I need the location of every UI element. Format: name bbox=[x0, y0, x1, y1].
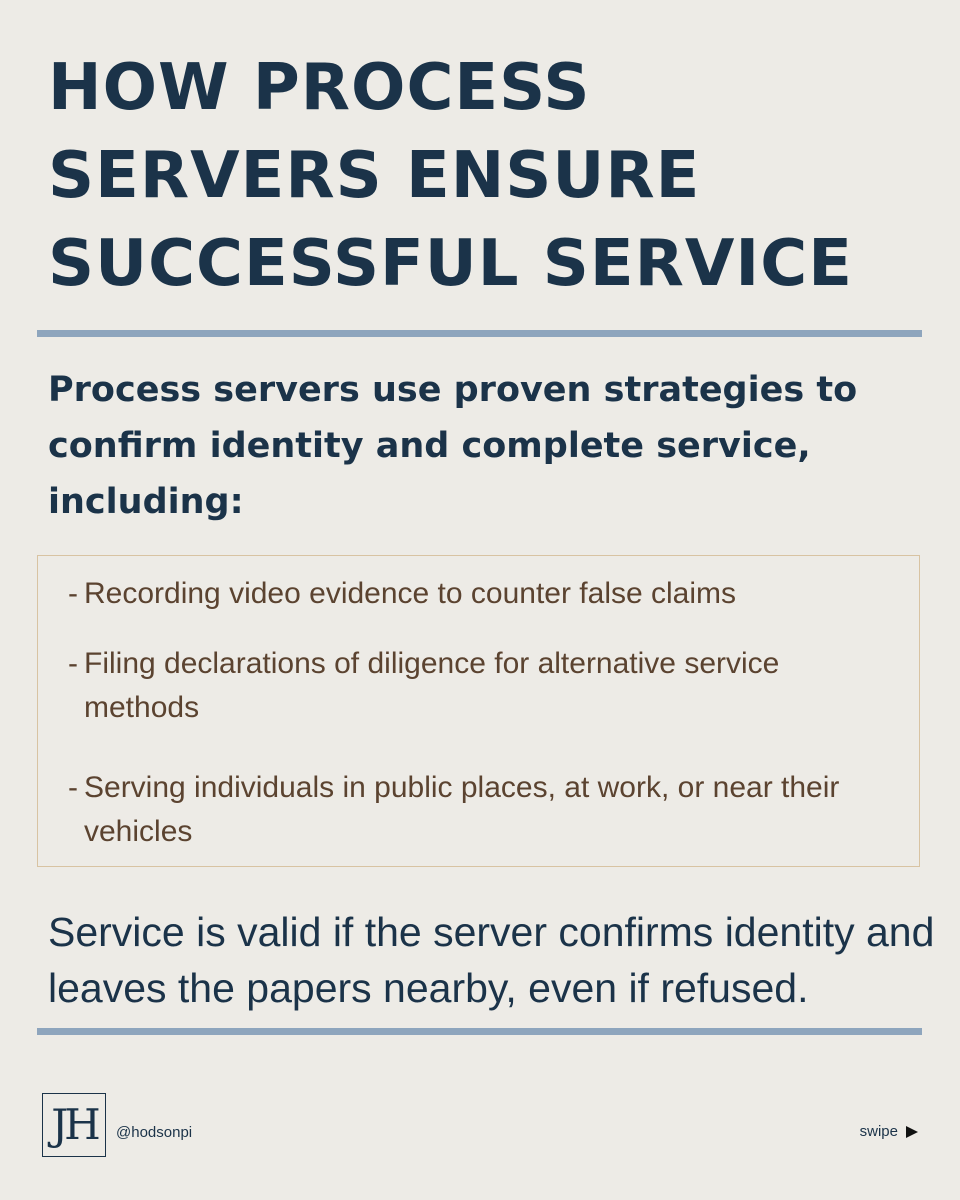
bottom-divider bbox=[37, 1028, 922, 1035]
subtitle-line: Process servers use proven strategies to bbox=[48, 370, 858, 410]
dash-bullet: - bbox=[68, 577, 78, 610]
play-triangle-icon bbox=[906, 1125, 918, 1138]
title-line: SUCCESSFUL SERVICE bbox=[48, 227, 853, 301]
list-item-line: Serving individuals in public places, at… bbox=[84, 771, 840, 804]
title-line: SERVERS ENSURE bbox=[48, 139, 701, 213]
dash-bullet: - bbox=[68, 771, 78, 804]
swipe-indicator[interactable]: swipe bbox=[860, 1123, 918, 1140]
swipe-label: swipe bbox=[859, 1123, 898, 1140]
social-handle: @hodsonpi bbox=[116, 1124, 193, 1141]
list-item-line: Filing declarations of diligence for alt… bbox=[84, 647, 780, 680]
subtitle-line: confirm identity and complete service, bbox=[48, 426, 811, 466]
top-divider bbox=[37, 330, 922, 337]
note-line: Service is valid if the server confirms … bbox=[48, 909, 935, 955]
list-item: - Serving individuals in public places, … bbox=[68, 766, 908, 854]
page-title: HOW PROCESS SERVERS ENSURE SUCCESSFUL SE… bbox=[48, 44, 928, 308]
strategies-box: - Recording video evidence to counter fa… bbox=[37, 555, 920, 867]
title-line: HOW PROCESS bbox=[48, 51, 591, 125]
dash-bullet: - bbox=[68, 647, 78, 680]
subtitle: Process servers use proven strategies to… bbox=[48, 362, 928, 530]
list-item: - Filing declarations of diligence for a… bbox=[68, 642, 908, 730]
list-item-text: Serving individuals in public places, at… bbox=[84, 766, 908, 854]
subtitle-line: including: bbox=[48, 482, 244, 522]
validity-note: Service is valid if the server confirms … bbox=[48, 904, 935, 1016]
list-item-text: Recording video evidence to counter fals… bbox=[84, 572, 908, 616]
list-item-text: Filing declarations of diligence for alt… bbox=[84, 642, 908, 730]
list-item: - Recording video evidence to counter fa… bbox=[68, 572, 908, 616]
note-line: leaves the papers nearby, even if refuse… bbox=[48, 965, 809, 1011]
jh-logo: JH bbox=[42, 1093, 106, 1157]
list-item-line: Recording video evidence to counter fals… bbox=[84, 577, 737, 610]
list-item-line: vehicles bbox=[84, 815, 193, 848]
list-item-line: methods bbox=[84, 691, 200, 724]
